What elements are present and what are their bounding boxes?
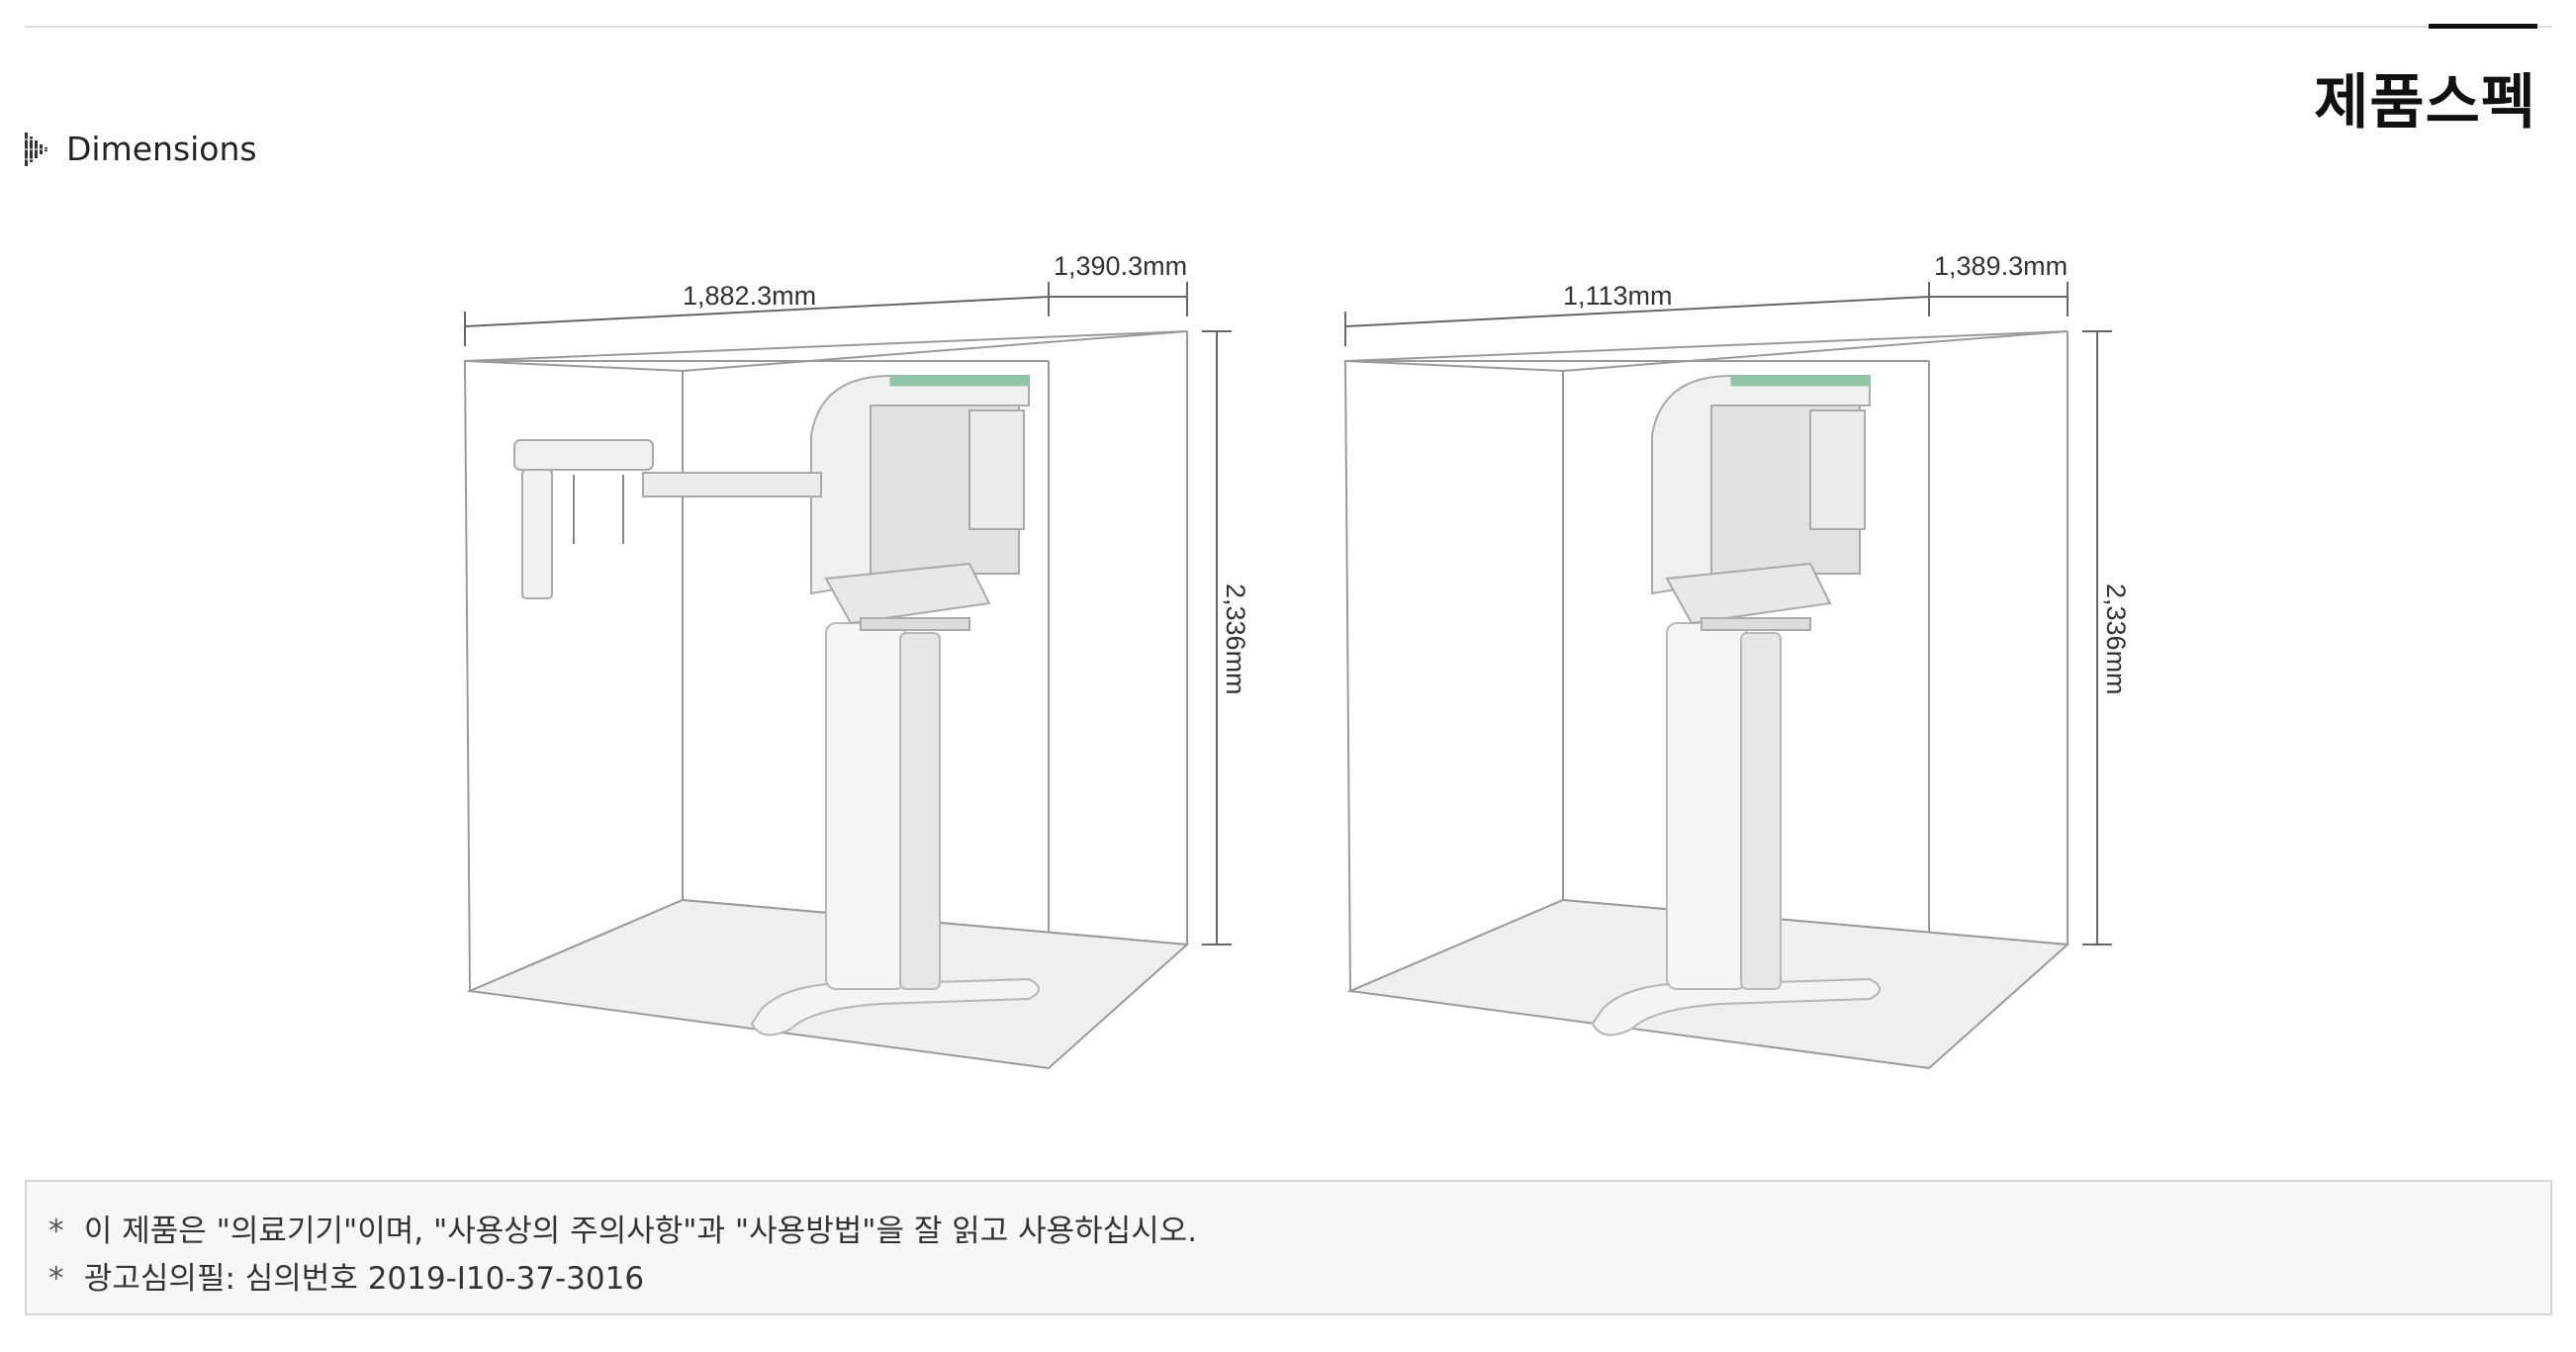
height-dimension: 2,336mm <box>1221 584 1250 695</box>
title-accent-bar <box>2429 24 2537 29</box>
dimension-figure-with-ceph: 1,882.3mm 1,390.3mm 2,336mm <box>463 251 1250 1070</box>
bar-graph-icon <box>25 133 47 166</box>
depth-dimension: 1,389.3mm <box>1934 251 2068 281</box>
notice-text-ad-review: 광고심의필: 심의번호 2019-I10-37-3016 <box>83 1261 645 1297</box>
notice-line-ad-review: * 광고심의필: 심의번호 2019-I10-37-3016 <box>48 1255 2529 1303</box>
regulatory-notice-box: * 이 제품은 "의료기기"이며, "사용상의 주의사항"과 "사용방법"을 잘… <box>25 1180 2552 1315</box>
dimension-figure-without-ceph: 1,113mm 1,389.3mm 2,336mm <box>1343 251 2131 1070</box>
height-dimension: 2,336mm <box>2101 584 2131 695</box>
section-heading: Dimensions <box>25 129 257 168</box>
page-title: 제품스펙 <box>2314 68 2536 137</box>
xray-device <box>1591 375 1881 1037</box>
width-dimension: 1,113mm <box>1563 281 1673 311</box>
depth-dimension: 1,390.3mm <box>1054 251 1187 281</box>
dimension-lines <box>464 282 1232 946</box>
width-dimension: 1,882.3mm <box>683 281 816 311</box>
dimension-lines <box>1344 282 2112 946</box>
notice-line-caution: * 이 제품은 "의료기기"이며, "사용상의 주의사항"과 "사용방법"을 잘… <box>48 1208 2529 1255</box>
section-label: Dimensions <box>66 129 257 168</box>
xray-device-with-ceph <box>513 375 1040 1037</box>
notice-text-caution: 이 제품은 "의료기기"이며, "사용상의 주의사항"과 "사용방법"을 잘 읽… <box>83 1214 1198 1249</box>
notice-bullet: * <box>48 1261 64 1297</box>
notice-bullet: * <box>48 1214 64 1249</box>
top-divider <box>25 26 2552 28</box>
